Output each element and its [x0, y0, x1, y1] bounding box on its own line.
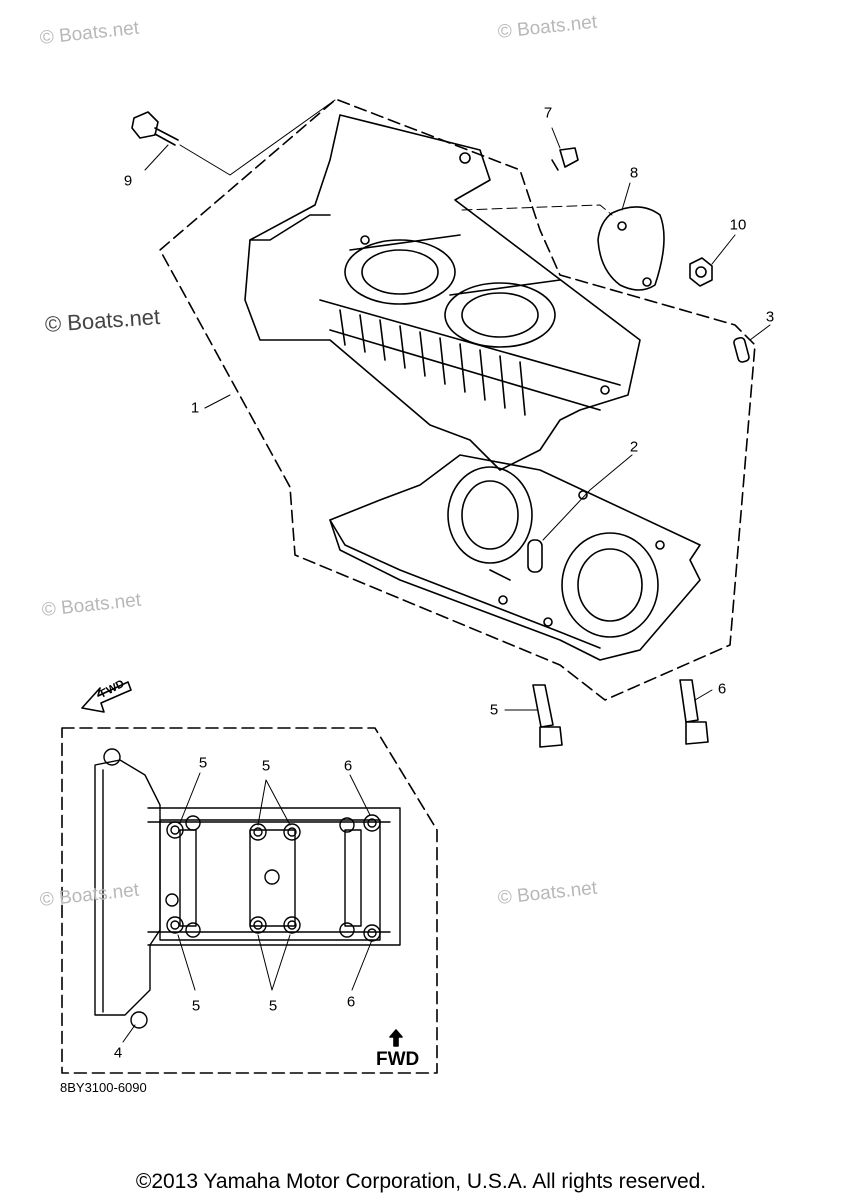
nipple-part-7 — [551, 147, 579, 171]
callout-4: 4 — [113, 1044, 123, 1062]
callout-2: 2 — [629, 438, 639, 456]
part-code: 8BY3100-6090 — [60, 1080, 147, 1095]
callout-1: 1 — [190, 399, 200, 417]
callout-5-main: 5 — [489, 701, 499, 719]
bolt-part-6 — [679, 679, 709, 745]
nut-part-10 — [689, 257, 713, 287]
callout-8: 8 — [629, 164, 639, 182]
callout-5-inset-top-mid: 5 — [261, 757, 271, 775]
callout-3: 3 — [765, 308, 775, 326]
bolt-part-5 — [532, 684, 563, 748]
callout-10: 10 — [729, 216, 747, 234]
lower-crankcase — [329, 454, 701, 661]
callout-6-inset-bottom: 6 — [346, 993, 356, 1011]
callout-9: 9 — [123, 172, 133, 190]
callout-6-inset-top: 6 — [343, 757, 353, 775]
dowel-pin-part-3 — [733, 336, 750, 363]
inset-outline — [61, 727, 438, 1074]
callout-5-inset-top-left: 5 — [198, 754, 208, 772]
upper-crankcase — [244, 114, 641, 471]
fwd-arrow-small — [81, 681, 132, 713]
callout-5-inset-bottom-left: 5 — [191, 997, 201, 1015]
fwd-label: FWD — [376, 1049, 420, 1070]
leader-lines — [144, 99, 771, 711]
callout-7: 7 — [543, 104, 553, 122]
assembly-outline — [159, 99, 756, 701]
fwd-arrow-up — [389, 1029, 403, 1047]
bolt-part-9 — [131, 111, 179, 146]
callout-5-inset-bottom-mid: 5 — [268, 997, 278, 1015]
cover-part-8 — [597, 206, 665, 291]
copyright-text: ©2013 Yamaha Motor Corporation, U.S.A. A… — [135, 1170, 707, 1193]
callout-6-main: 6 — [717, 680, 727, 698]
inset-leader-lines — [122, 772, 373, 1043]
inset-bottom-view — [94, 748, 401, 1029]
